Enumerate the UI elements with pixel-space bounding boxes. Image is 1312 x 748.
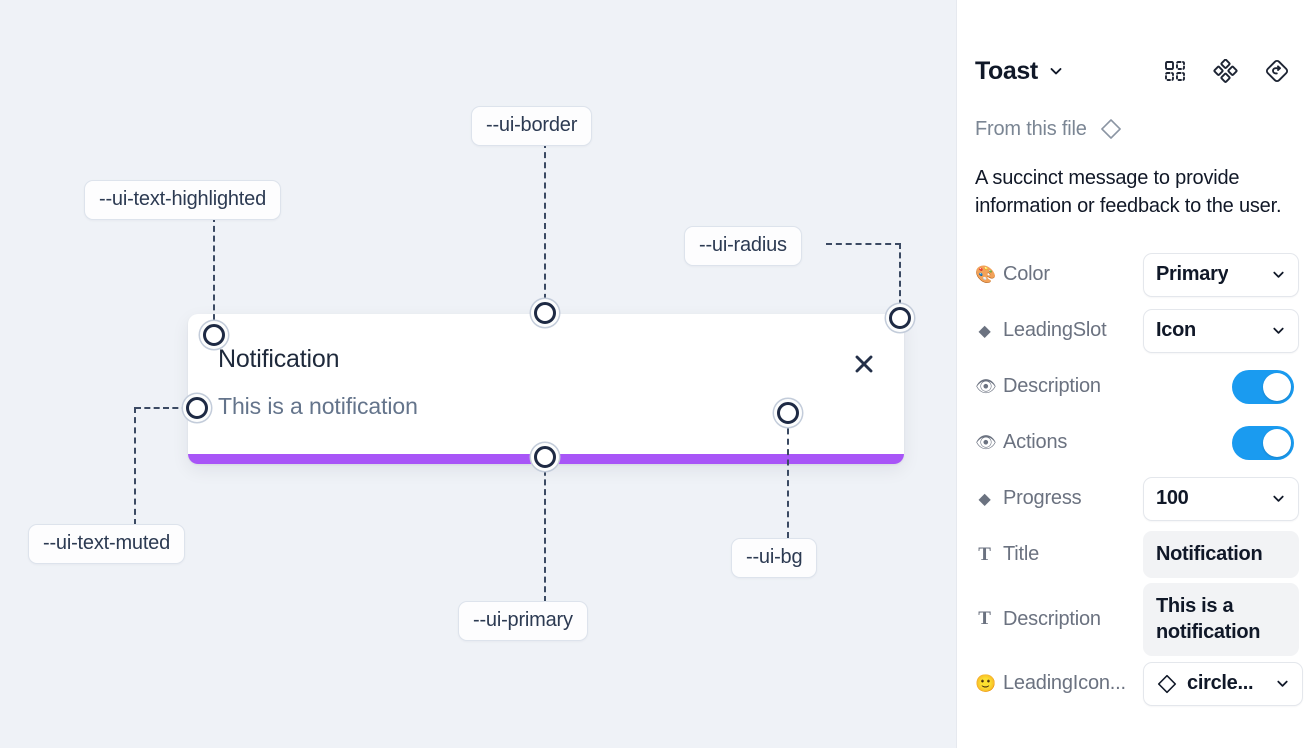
property-row-description: 👁 Description	[975, 359, 1294, 415]
reset-diamond-icon[interactable]	[1264, 58, 1290, 84]
design-canvas[interactable]: Notification This is a notification --ui…	[0, 0, 956, 748]
property-label-text: Actions	[1003, 431, 1068, 454]
anchor-ui-border[interactable]	[534, 302, 556, 324]
chevron-down-icon	[1269, 676, 1290, 691]
property-label-text: Description	[1003, 607, 1101, 630]
property-row-leading-slot: ◆ LeadingSlot Icon	[975, 303, 1299, 359]
anchor-ui-primary[interactable]	[534, 446, 556, 468]
panel-header: Toast	[975, 42, 1294, 100]
property-control-description	[1232, 369, 1294, 404]
property-row-leading-icon: 🙂 LeadingIcon... circle...	[975, 656, 1303, 712]
connector-ui-border	[544, 142, 546, 310]
leading-slot-select-value: Icon	[1156, 319, 1196, 342]
connector-ui-text-highlighted	[213, 216, 215, 330]
color-select-value: Primary	[1156, 263, 1229, 286]
connector-ui-primary	[544, 460, 546, 602]
leading-icon-select-value: circle...	[1187, 672, 1254, 695]
property-label-text: Progress	[1003, 487, 1082, 510]
anchor-ui-text-muted[interactable]	[186, 397, 208, 419]
chevron-down-icon	[1265, 323, 1286, 338]
toast-card[interactable]: Notification This is a notification	[188, 314, 904, 464]
annotation-pill-ui-border[interactable]: --ui-border	[471, 106, 593, 146]
diamond-icon	[1156, 673, 1178, 695]
toast-description: This is a notification	[218, 393, 418, 419]
component-description: A succinct message to provide informatio…	[975, 167, 1282, 218]
annotation-pill-ui-primary[interactable]: --ui-primary	[458, 601, 588, 641]
anchor-ui-text-highlighted[interactable]	[203, 324, 225, 346]
property-control-title: Notification	[1143, 531, 1299, 579]
eye-emoji-icon: 👁	[975, 376, 997, 396]
property-row-description-text: T Description This is a notification	[975, 582, 1299, 656]
title-input-value: Notification	[1156, 543, 1263, 566]
property-list: 🎨 Color Primary	[975, 247, 1303, 712]
property-label-leading-slot: ◆ LeadingSlot	[975, 319, 1143, 342]
annotation-pill-ui-text-highlighted[interactable]: --ui-text-highlighted	[84, 180, 281, 220]
property-label-text: Color	[1003, 263, 1050, 286]
property-control-progress: 100	[1143, 476, 1299, 521]
property-label-text: LeadingIcon...	[1003, 672, 1126, 695]
toggle-knob	[1263, 372, 1291, 401]
palette-emoji-icon: 🎨	[975, 264, 996, 284]
chevron-down-icon	[1265, 491, 1286, 506]
description-input[interactable]: This is a notification	[1143, 582, 1299, 656]
variants-dots-icon[interactable]	[1213, 58, 1238, 84]
actions-toggle[interactable]	[1232, 425, 1294, 460]
component-grid-icon[interactable]	[1163, 59, 1187, 83]
annotation-pill-ui-radius[interactable]: --ui-radius	[684, 226, 802, 266]
title-input[interactable]: Notification	[1143, 531, 1299, 579]
property-label-description-text: T Description	[975, 608, 1143, 631]
connector-ui-text-muted-horizontal	[135, 407, 197, 409]
leading-icon-select[interactable]: circle...	[1143, 661, 1303, 706]
connector-ui-bg	[787, 418, 789, 538]
leading-slot-select[interactable]: Icon	[1143, 308, 1299, 353]
annotation-pill-ui-text-muted[interactable]: --ui-text-muted	[28, 524, 186, 564]
description-toggle[interactable]	[1232, 369, 1294, 404]
progress-select[interactable]: 100	[1143, 476, 1299, 521]
property-control-leading-slot: Icon	[1143, 308, 1299, 353]
chevron-down-icon	[1265, 267, 1286, 282]
property-label-progress: ◆ Progress	[975, 487, 1143, 510]
property-label-actions: 👁 Actions	[975, 431, 1143, 454]
property-label-text: Description	[1003, 375, 1101, 398]
connector-ui-radius-vertical	[899, 243, 901, 315]
diamond-icon: ◆	[978, 322, 991, 340]
property-row-color: 🎨 Color Primary	[975, 247, 1299, 303]
eye-emoji-icon: 👁	[975, 432, 997, 452]
toggle-knob	[1263, 428, 1291, 457]
smiley-emoji-icon: 🙂	[975, 673, 996, 693]
from-this-file-label: From this file	[975, 117, 1087, 140]
property-label-description: 👁 Description	[975, 375, 1143, 398]
connector-ui-text-muted-vertical	[134, 407, 136, 525]
toast-title: Notification	[218, 345, 340, 373]
text-icon: T	[978, 543, 991, 565]
color-select[interactable]: Primary	[1143, 252, 1299, 297]
property-control-leading-icon: circle...	[1143, 661, 1303, 706]
chevron-down-icon[interactable]	[1048, 63, 1064, 79]
property-label-text: Title	[1003, 543, 1040, 566]
property-control-actions	[1232, 425, 1294, 460]
property-control-description-text: This is a notification	[1143, 582, 1299, 656]
property-control-color: Primary	[1143, 252, 1299, 297]
property-row-actions: 👁 Actions	[975, 415, 1294, 471]
progress-select-value: 100	[1156, 487, 1189, 510]
close-icon[interactable]	[850, 350, 878, 378]
properties-panel: Toast	[956, 0, 1312, 748]
from-this-file-row[interactable]: From this file	[975, 114, 1294, 144]
property-row-title: T Title Notification	[975, 527, 1299, 583]
property-label-text: LeadingSlot	[1003, 319, 1107, 342]
diamond-icon: ◆	[978, 490, 991, 508]
diamond-icon	[1099, 117, 1123, 141]
page-title: Toast	[975, 56, 1038, 85]
annotation-pill-ui-bg[interactable]: --ui-bg	[731, 538, 818, 578]
anchor-ui-radius[interactable]	[889, 307, 911, 329]
property-label-leading-icon: 🙂 LeadingIcon...	[975, 672, 1143, 695]
panel-header-icons	[1163, 58, 1294, 84]
text-icon: T	[978, 608, 991, 630]
property-label-title: T Title	[975, 543, 1143, 566]
connector-ui-radius-horizontal	[826, 243, 901, 245]
anchor-ui-bg[interactable]	[777, 402, 799, 424]
description-input-value: This is a notification	[1156, 594, 1261, 644]
property-label-color: 🎨 Color	[975, 263, 1143, 286]
property-row-progress: ◆ Progress 100	[975, 471, 1299, 527]
